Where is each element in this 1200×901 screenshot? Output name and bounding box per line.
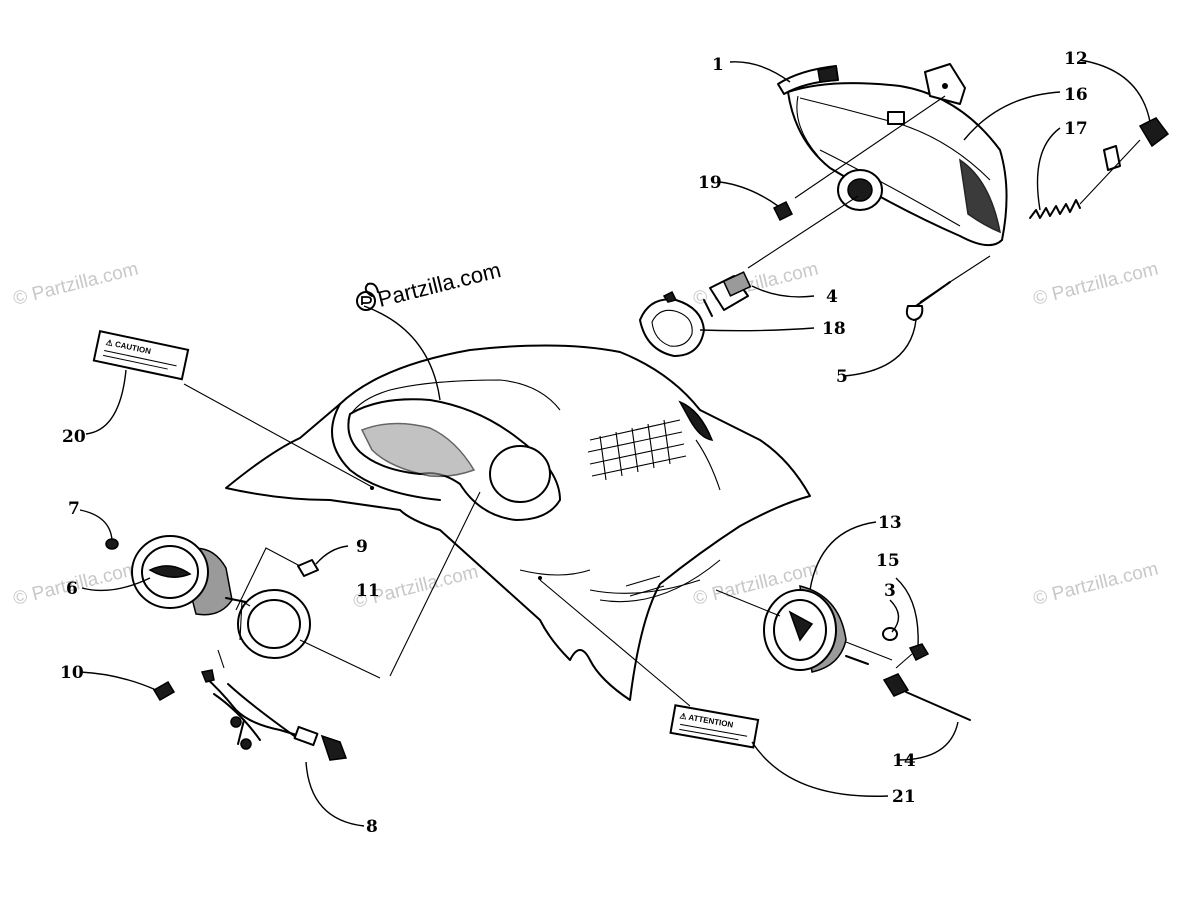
callout-15: 15 bbox=[876, 551, 900, 571]
leader-lines bbox=[79, 59, 1151, 827]
connector-part bbox=[152, 680, 176, 702]
callout-8: 8 bbox=[366, 817, 378, 837]
attention-decal: ⚠ ATTENTION bbox=[669, 704, 760, 749]
callout-1: 1 bbox=[712, 55, 724, 75]
wiring-harness-part bbox=[200, 669, 348, 761]
callout-11: 11 bbox=[356, 581, 380, 601]
callout-9: 9 bbox=[356, 537, 368, 557]
spring-part bbox=[1029, 139, 1141, 219]
speedo-cable-part bbox=[882, 673, 971, 721]
callout-16: 16 bbox=[1064, 85, 1088, 105]
callout-14: 14 bbox=[892, 751, 916, 771]
assembly-centerlines bbox=[747, 95, 991, 283]
plug-part bbox=[297, 559, 319, 577]
callout-13: 13 bbox=[878, 513, 902, 533]
callout-3: 3 bbox=[884, 581, 896, 601]
bolt-part bbox=[905, 281, 951, 321]
clip-part bbox=[777, 65, 839, 95]
callout-20: 20 bbox=[62, 427, 86, 447]
callout-5: 5 bbox=[836, 367, 848, 387]
watermark-faded: © Partzilla.com bbox=[691, 259, 820, 310]
right-gauge-part bbox=[763, 585, 869, 673]
callout-18: 18 bbox=[822, 319, 846, 339]
bulb-part bbox=[703, 271, 752, 317]
hood-dash-panel bbox=[225, 344, 811, 701]
nut-part bbox=[908, 643, 930, 662]
headlight-housing bbox=[787, 63, 1008, 247]
small-bulb-part bbox=[105, 538, 119, 550]
bezel-ring-part bbox=[237, 589, 311, 659]
callout-10: 10 bbox=[60, 663, 84, 683]
callout-6: 6 bbox=[66, 579, 78, 599]
adjuster-knob-part bbox=[1103, 117, 1170, 171]
watermark-faded: © Partzilla.com bbox=[11, 259, 140, 310]
callout-19: 19 bbox=[698, 173, 722, 193]
caution-decal: ⚠ CAUTION bbox=[92, 329, 190, 381]
watermark-faded: © Partzilla.com bbox=[1031, 259, 1160, 310]
callout-12: 12 bbox=[1064, 49, 1088, 69]
watermark-main: Partzilla.com bbox=[375, 257, 503, 312]
assembly-lines bbox=[183, 383, 913, 707]
partzilla-watermark: Partzilla.com bbox=[356, 257, 503, 312]
screw-part bbox=[772, 200, 794, 222]
callout-21: 21 bbox=[892, 787, 916, 807]
left-gauge-part bbox=[131, 535, 247, 616]
washer-part bbox=[882, 627, 898, 641]
callout-17: 17 bbox=[1064, 119, 1088, 139]
callout-4: 4 bbox=[826, 287, 838, 307]
watermark-faded: © Partzilla.com bbox=[1031, 559, 1160, 610]
grommet-part bbox=[364, 282, 379, 297]
callout-7: 7 bbox=[68, 499, 80, 519]
callout-numbers: 1 16 12 17 19 4 18 5 20 7 6 9 11 10 8 13… bbox=[60, 49, 1088, 837]
